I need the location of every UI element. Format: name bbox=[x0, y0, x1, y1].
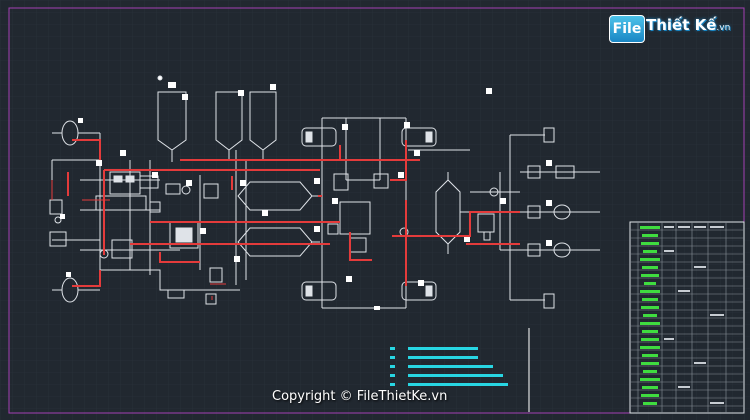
brake-chamber-rear bbox=[301, 127, 437, 301]
valve-cluster-right bbox=[527, 127, 600, 309]
legend-bars bbox=[390, 328, 530, 412]
pressure-lines-red-thin bbox=[51, 180, 226, 300]
node-markers bbox=[60, 88, 552, 310]
file-thiet-ke-logo[interactable]: File Thiết Kế.vn bbox=[609, 12, 730, 44]
air-tank-group-top bbox=[157, 75, 277, 162]
logo-name: Thiết Kế bbox=[646, 16, 717, 34]
title-block-table bbox=[629, 221, 745, 414]
logo-suffix: .vn bbox=[716, 23, 731, 33]
pressure-lines-red bbox=[67, 139, 520, 287]
brake-chamber-front-left bbox=[49, 120, 100, 303]
copyright-watermark: Copyright © FileThietKe.vn bbox=[272, 389, 448, 404]
logo-text: Thiết Kế.vn bbox=[646, 16, 730, 34]
logo-badge: File bbox=[609, 15, 645, 43]
